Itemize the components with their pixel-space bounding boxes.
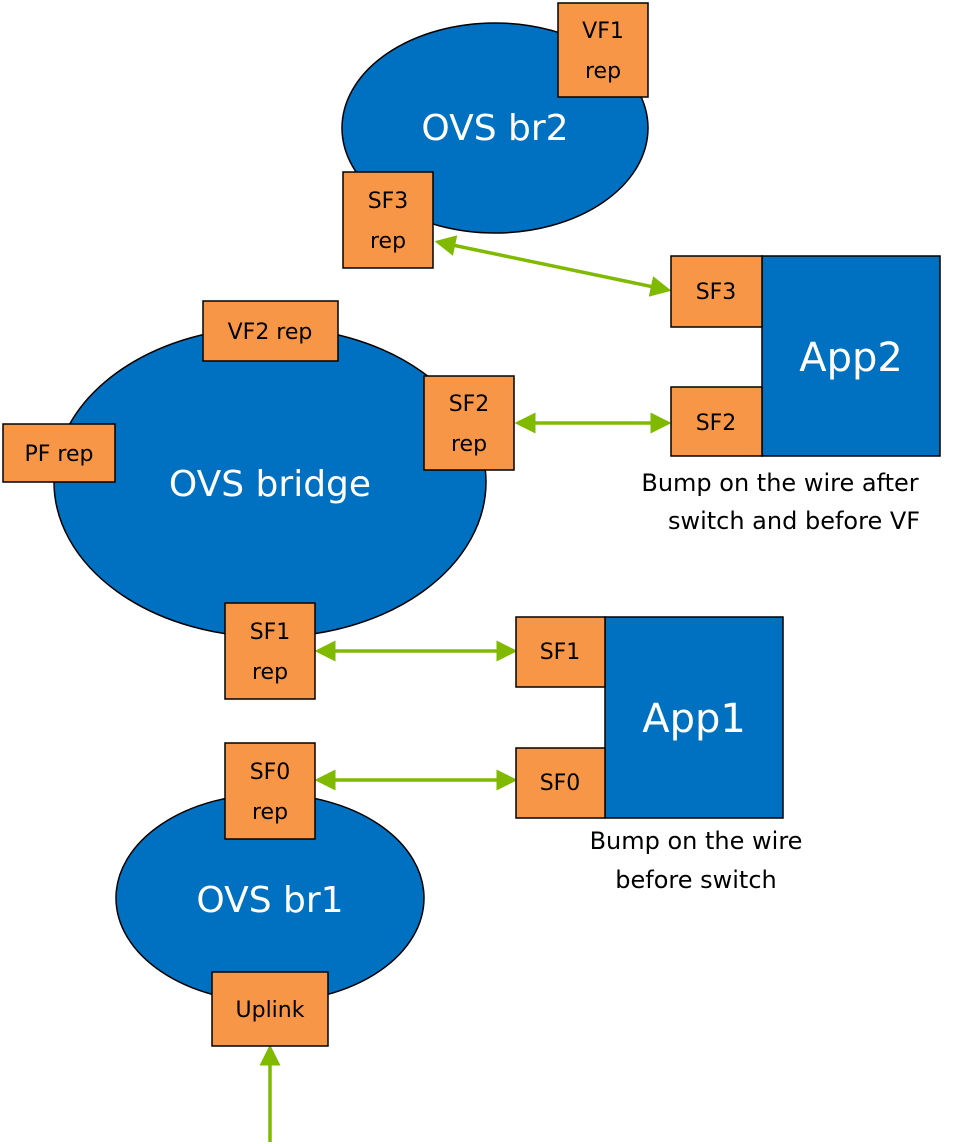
vf1-rep-label-line1: VF1 <box>582 19 624 44</box>
ovs-br2-label: OVS br2 <box>421 108 568 149</box>
sf1-port <box>515 616 606 688</box>
sf3-rep-label-line1: SF3 <box>368 189 409 214</box>
app2-label: App2 <box>799 335 903 381</box>
pf-rep-port <box>2 423 116 483</box>
app2-box <box>761 255 941 457</box>
sf3-rep-port <box>342 171 434 269</box>
sf3-label: SF3 <box>696 280 737 305</box>
sf1-rep-label-line1: SF1 <box>250 620 291 645</box>
sf2-rep-label-line2: rep <box>451 432 487 457</box>
uplink-label: Uplink <box>236 998 305 1023</box>
app1-box <box>604 616 784 819</box>
pf-rep-label: PF rep <box>25 442 94 467</box>
sf3-port <box>670 255 763 328</box>
sf1-label: SF1 <box>540 640 581 665</box>
sf2-rep-port <box>423 375 515 471</box>
sf0-rep-label-line2: rep <box>252 800 288 825</box>
sf0-rep-port <box>224 742 316 840</box>
sf2-port <box>670 386 763 457</box>
arrow-sf3 <box>434 235 672 297</box>
sf0-label: SF0 <box>540 771 581 796</box>
vf1-rep-port <box>557 2 649 98</box>
vf1-rep-label-line2: rep <box>585 59 621 84</box>
app1-caption-line2: before switch <box>615 866 776 894</box>
app1-caption-line1: Bump on the wire <box>590 827 803 855</box>
sf0-rep-label-line1: SF0 <box>250 760 291 785</box>
sf1-rep-port <box>224 602 316 700</box>
ovs-bridge-label: OVS bridge <box>169 464 371 505</box>
sf3-rep-label-line2: rep <box>370 229 406 254</box>
sf2-rep-label-line1: SF2 <box>449 392 490 417</box>
app2-caption-line2: switch and before VF <box>668 507 920 535</box>
vf2-rep-port <box>202 300 339 362</box>
uplink-port <box>211 971 329 1047</box>
sf0-port <box>515 747 606 819</box>
sf2-label: SF2 <box>696 411 737 436</box>
vf2-rep-label: VF2 rep <box>228 320 313 345</box>
sf1-rep-label-line2: rep <box>252 660 288 685</box>
ovs-br1-label: OVS br1 <box>196 880 343 921</box>
app2-caption-line1: Bump on the wire after <box>641 469 918 497</box>
app1-label: App1 <box>642 696 746 742</box>
